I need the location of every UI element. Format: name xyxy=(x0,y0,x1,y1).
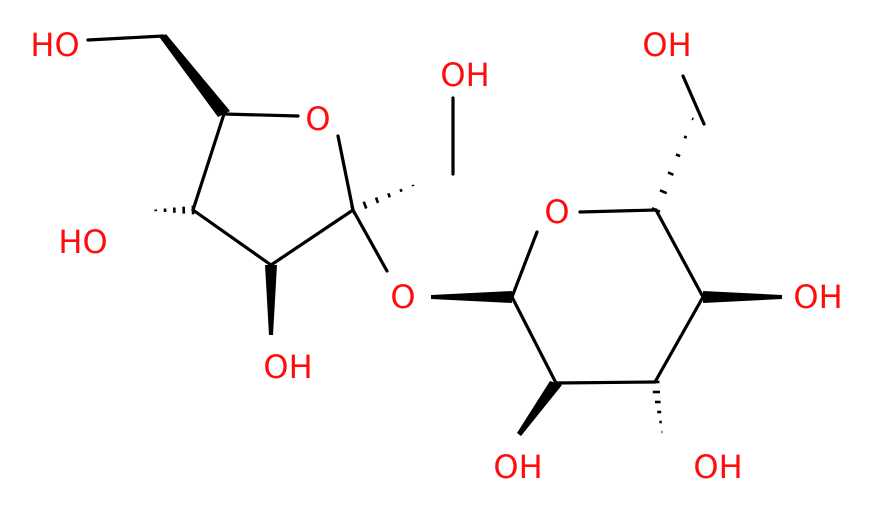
hashed-bond-c1-ch2 xyxy=(350,184,415,215)
bond-c5p-c4p xyxy=(654,208,705,299)
atom-labels: HO OH O HO OH O O OH OH OH OH xyxy=(30,26,842,486)
bond-c1p-oring-right xyxy=(510,230,539,299)
label-oxygen-ring-right: O xyxy=(544,193,569,231)
bond-c3p-c2p xyxy=(554,380,657,385)
wedge-bonds xyxy=(160,34,782,436)
wedge-bond-c2p-oh xyxy=(517,381,562,436)
label-ho-top-left: HO xyxy=(30,26,79,64)
wedge-bond-c2-oh xyxy=(265,265,277,335)
bond-ch2-oh-top-right xyxy=(681,74,706,126)
label-oh-lower-left: OH xyxy=(263,348,312,386)
bond-c4p-c3p xyxy=(653,295,705,384)
bonds xyxy=(86,34,706,385)
label-oh-top-middle: OH xyxy=(440,56,489,94)
bond-c1-o-bridge xyxy=(351,208,389,273)
label-ho-left: HO xyxy=(58,223,107,261)
label-oh-bottom-right: OH xyxy=(693,448,742,486)
wedge-bond-c4p-oh xyxy=(703,291,782,303)
hashed-bond-c3-ho xyxy=(154,205,195,215)
bond-c4-oring-left xyxy=(222,112,300,118)
label-oxygen-bridge: O xyxy=(390,278,415,316)
bond-c4-c3 xyxy=(191,112,226,212)
hashed-bond-c3p-oh xyxy=(650,380,663,434)
wedge-bond-c1p-o-bridge xyxy=(431,291,512,303)
label-oh-bottom-middle: OH xyxy=(493,448,542,486)
hashed-bond-c5p-ch2 xyxy=(651,117,694,213)
bond-oring-c1 xyxy=(336,134,355,212)
label-oh-right: OH xyxy=(793,278,842,316)
bond-c3-c2 xyxy=(191,208,273,267)
wedge-bond-c4-ch2 xyxy=(160,34,230,117)
bond-c2p-c1p xyxy=(510,295,558,385)
label-oxygen-ring-left: O xyxy=(305,100,330,138)
bond-oring-right-c5p xyxy=(578,208,658,214)
label-oh-top-right: OH xyxy=(642,26,691,64)
bond-c2-c1 xyxy=(269,208,355,267)
bond-ho-ch2 xyxy=(86,34,165,42)
